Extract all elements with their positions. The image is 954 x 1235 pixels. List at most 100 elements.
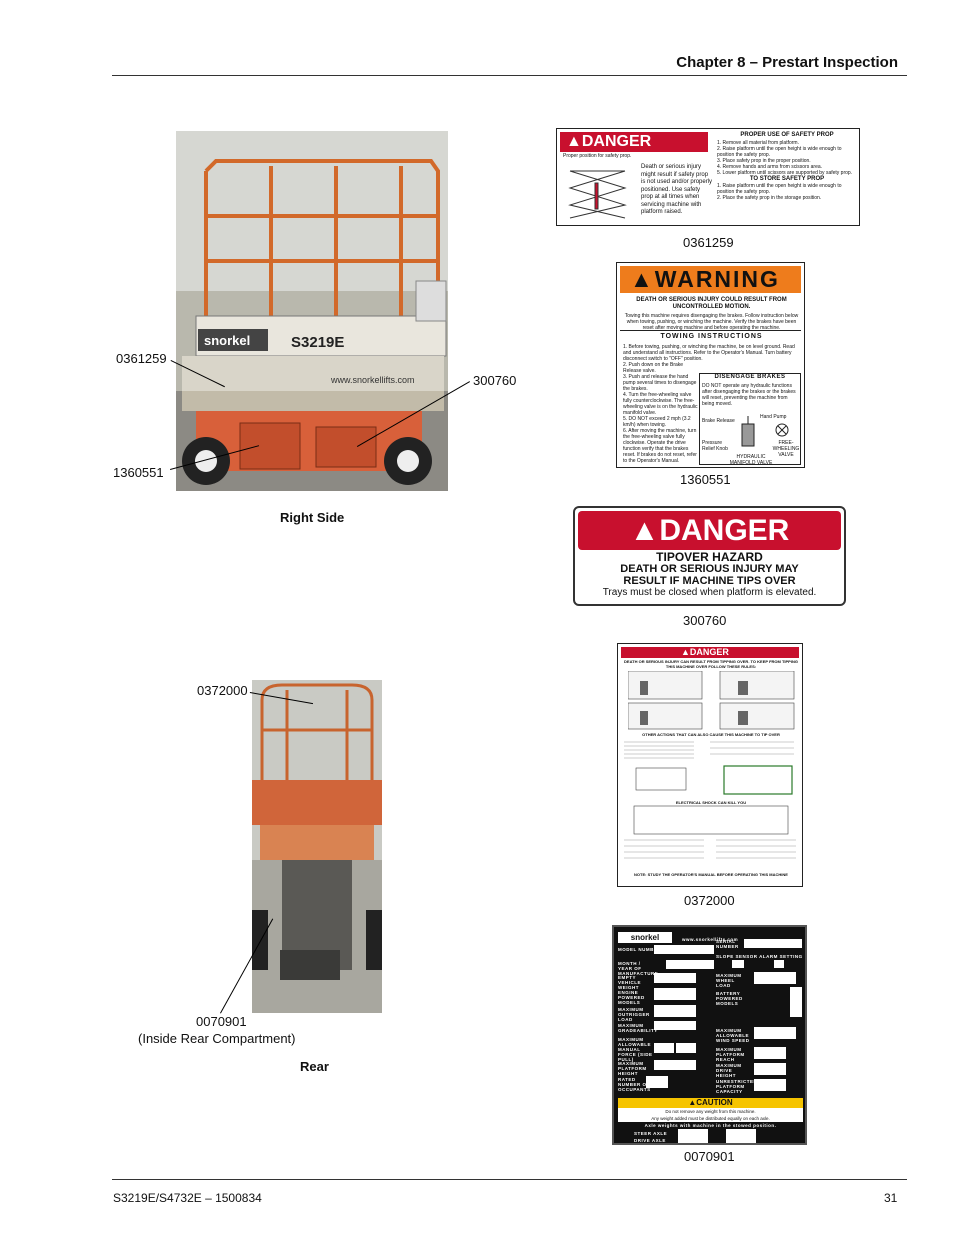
field-box (744, 939, 802, 948)
field-box (654, 1060, 696, 1070)
field-label: MAXIMUM ALLOWABLE MANUAL FORCE (SIDE PUL… (618, 1037, 653, 1062)
warning-triangle-icon: ▲ (630, 266, 655, 292)
disengage-text: DO NOT operate any hydraulic functions a… (702, 382, 796, 407)
plate-url: www.snorkellifts.com (682, 937, 739, 942)
callout-0361259-right: 0361259 (116, 351, 167, 366)
prop-step: 1. Remove all material from platform. (717, 139, 799, 146)
prop-step: 4. Remove hands and arms from scissors a… (717, 163, 823, 170)
field-box (654, 945, 714, 954)
right-side-caption: Right Side (280, 510, 345, 525)
danger-header: ▲DANGER (560, 132, 708, 152)
tipover-line2: RESULT IF MACHINE TIPS OVER (623, 575, 796, 587)
tow-step: 4. Turn the free-wheeling valve fully co… (623, 392, 698, 416)
footer-doc-id: S3219E/S4732E – 1500834 (113, 1191, 262, 1205)
axle-label: DRIVE AXLE (634, 1138, 666, 1143)
tipover-line1: DEATH OR SERIOUS INJURY MAY (620, 563, 799, 575)
decal-number-1360551: 1360551 (680, 472, 731, 487)
callout-0070901-rear: 0070901 (196, 1014, 247, 1029)
tow-step: 2. Push down on the Brake Release valve. (623, 362, 684, 374)
field-label: MAXIMUM ALLOWABLE WIND SPEED (716, 1028, 750, 1043)
prop-step: 5. Lower platform until scissors are sup… (717, 169, 853, 176)
scissor-diagram (565, 163, 635, 223)
field-box (666, 960, 714, 969)
field-label: BATTERY POWERED MODELS (716, 991, 743, 1006)
callout-inside-rear: (Inside Rear Compartment) (138, 1031, 296, 1046)
decal-number-0361259: 0361259 (683, 235, 734, 250)
safety-prop-sub: Proper position for safety prop. (563, 153, 632, 159)
snorkel-logo: snorkel (618, 932, 672, 943)
field-box (676, 1043, 696, 1053)
field-box (754, 1027, 796, 1039)
svg-text:www.snorkellifts.com: www.snorkellifts.com (330, 375, 415, 385)
field-label: MONTH / YEAR OF MANUFACTURE (618, 961, 659, 976)
decal-0372000: ▲DANGER DEATH OR SERIOUS INJURY CAN RESU… (617, 643, 803, 887)
field-label: SLOPE SENSOR ALARM SETTING (716, 954, 803, 959)
field-label: MAXIMUM PLATFORM REACH (716, 1047, 745, 1062)
other-actions: OTHER ACTIONS THAT CAN ALSO CAUSE THIS M… (642, 732, 780, 737)
caution-line: Any weight added must be distributed equ… (651, 1116, 770, 1121)
field-box (654, 1005, 696, 1017)
part-label: Brake Release (702, 418, 735, 424)
rear-caption: Rear (300, 1059, 329, 1074)
field-box (654, 988, 696, 1000)
right-side-photo: snorkel S3219E www.snorkellifts.com (176, 131, 448, 491)
rear-photo (252, 680, 382, 1013)
field-box (654, 973, 696, 983)
lead-text: DEATH OR SERIOUS INJURY CAN RESULT FROM … (624, 659, 798, 669)
warning-triangle-icon: ▲ (688, 1098, 697, 1107)
field-box (754, 972, 796, 984)
caution-header: ▲CAUTION (618, 1098, 803, 1108)
field-label: MAXIMUM PLATFORM HEIGHT (618, 1061, 647, 1076)
field-label: MODEL NUMBER (618, 947, 662, 952)
prop-title: PROPER USE OF SAFETY PROP (740, 132, 834, 138)
part-label: Pressure Relief Knob (702, 440, 728, 452)
field-label: ENGINE POWERED MODELS (618, 990, 645, 1005)
field-label: MAXIMUM OUTRIGGER LOAD (618, 1007, 650, 1022)
field-label: UNRESTRICTED PLATFORM CAPACITY (716, 1079, 758, 1094)
field-box (654, 1043, 674, 1053)
callout-0372000-rear: 0372000 (197, 683, 248, 698)
warning-lead: DEATH OR SERIOUS INJURY COULD RESULT FRO… (636, 297, 787, 310)
callout-1360551-right: 1360551 (113, 465, 164, 480)
field-label: MAXIMUM DRIVE HEIGHT (716, 1063, 742, 1078)
warning-header: ▲WARNING (620, 266, 801, 293)
pictogram-grid (628, 671, 795, 730)
field-label: EMPTY VEHICLE WEIGHT (618, 975, 642, 990)
decal-0361259: ▲DANGER Proper position for safety prop.… (556, 128, 860, 226)
safety-prop-body: Death or serious injury might result if … (641, 164, 713, 215)
part-label: Hand Pump (760, 414, 787, 420)
prop-step: 3. Place safety prop in the proper posit… (717, 157, 811, 164)
svg-text:S3219E: S3219E (291, 334, 344, 351)
field-label: MAXIMUM WHEEL LOAD (716, 973, 742, 988)
field-box (754, 1047, 786, 1059)
prop-step: 2. Raise platform until the open height … (717, 145, 842, 158)
electrical-shock: ELECTRICAL SHOCK CAN KILL YOU (675, 800, 747, 805)
decal-1360551: ▲WARNING DEATH OR SERIOUS INJURY COULD R… (616, 262, 805, 468)
axle-label: STEER AXLE (634, 1131, 668, 1136)
caution-line: Do not remove any weight from this machi… (665, 1109, 756, 1114)
field-label: MAXIMUM GRADEABILITY (618, 1023, 658, 1033)
decal-0070901: snorkel www.snorkellifts.com MODEL NUMBE… (612, 925, 807, 1145)
field-box (790, 987, 802, 1017)
study-note: NOTE: STUDY THE OPERATOR'S MANUAL BEFORE… (634, 872, 788, 877)
store-title: TO STORE SAFETY PROP (749, 175, 825, 182)
electrical-area (624, 805, 796, 859)
field-box (646, 1076, 668, 1088)
disengage-title: DISENGAGE BRAKES (714, 374, 786, 380)
tow-step: 5. DO NOT exceed 2 mph (3.2 km/h) when t… (623, 416, 691, 428)
divider (620, 330, 801, 331)
warning-triangle-icon: ▲ (681, 647, 690, 657)
towing-steps: 1. Before towing, pushing, or winching t… (623, 344, 795, 464)
towing-title: TOWING INSTRUCTIONS (660, 333, 763, 340)
page-number: 31 (884, 1191, 898, 1205)
footer-rule (112, 1179, 907, 1180)
chapter-title: Chapter 8 – Prestart Inspection (676, 54, 898, 71)
header-rule (112, 75, 907, 76)
rules-area (624, 741, 794, 795)
field-box (774, 960, 784, 968)
axle-note: Axle weights with machine in the stowed … (644, 1123, 777, 1128)
warning-intro: Towing this machine requires disengaging… (624, 313, 799, 331)
part-label: HYDRAULIC MANIFOLD VALVE (729, 454, 773, 466)
danger-header: ▲DANGER (621, 647, 799, 658)
decal-number-0372000: 0372000 (684, 893, 735, 908)
